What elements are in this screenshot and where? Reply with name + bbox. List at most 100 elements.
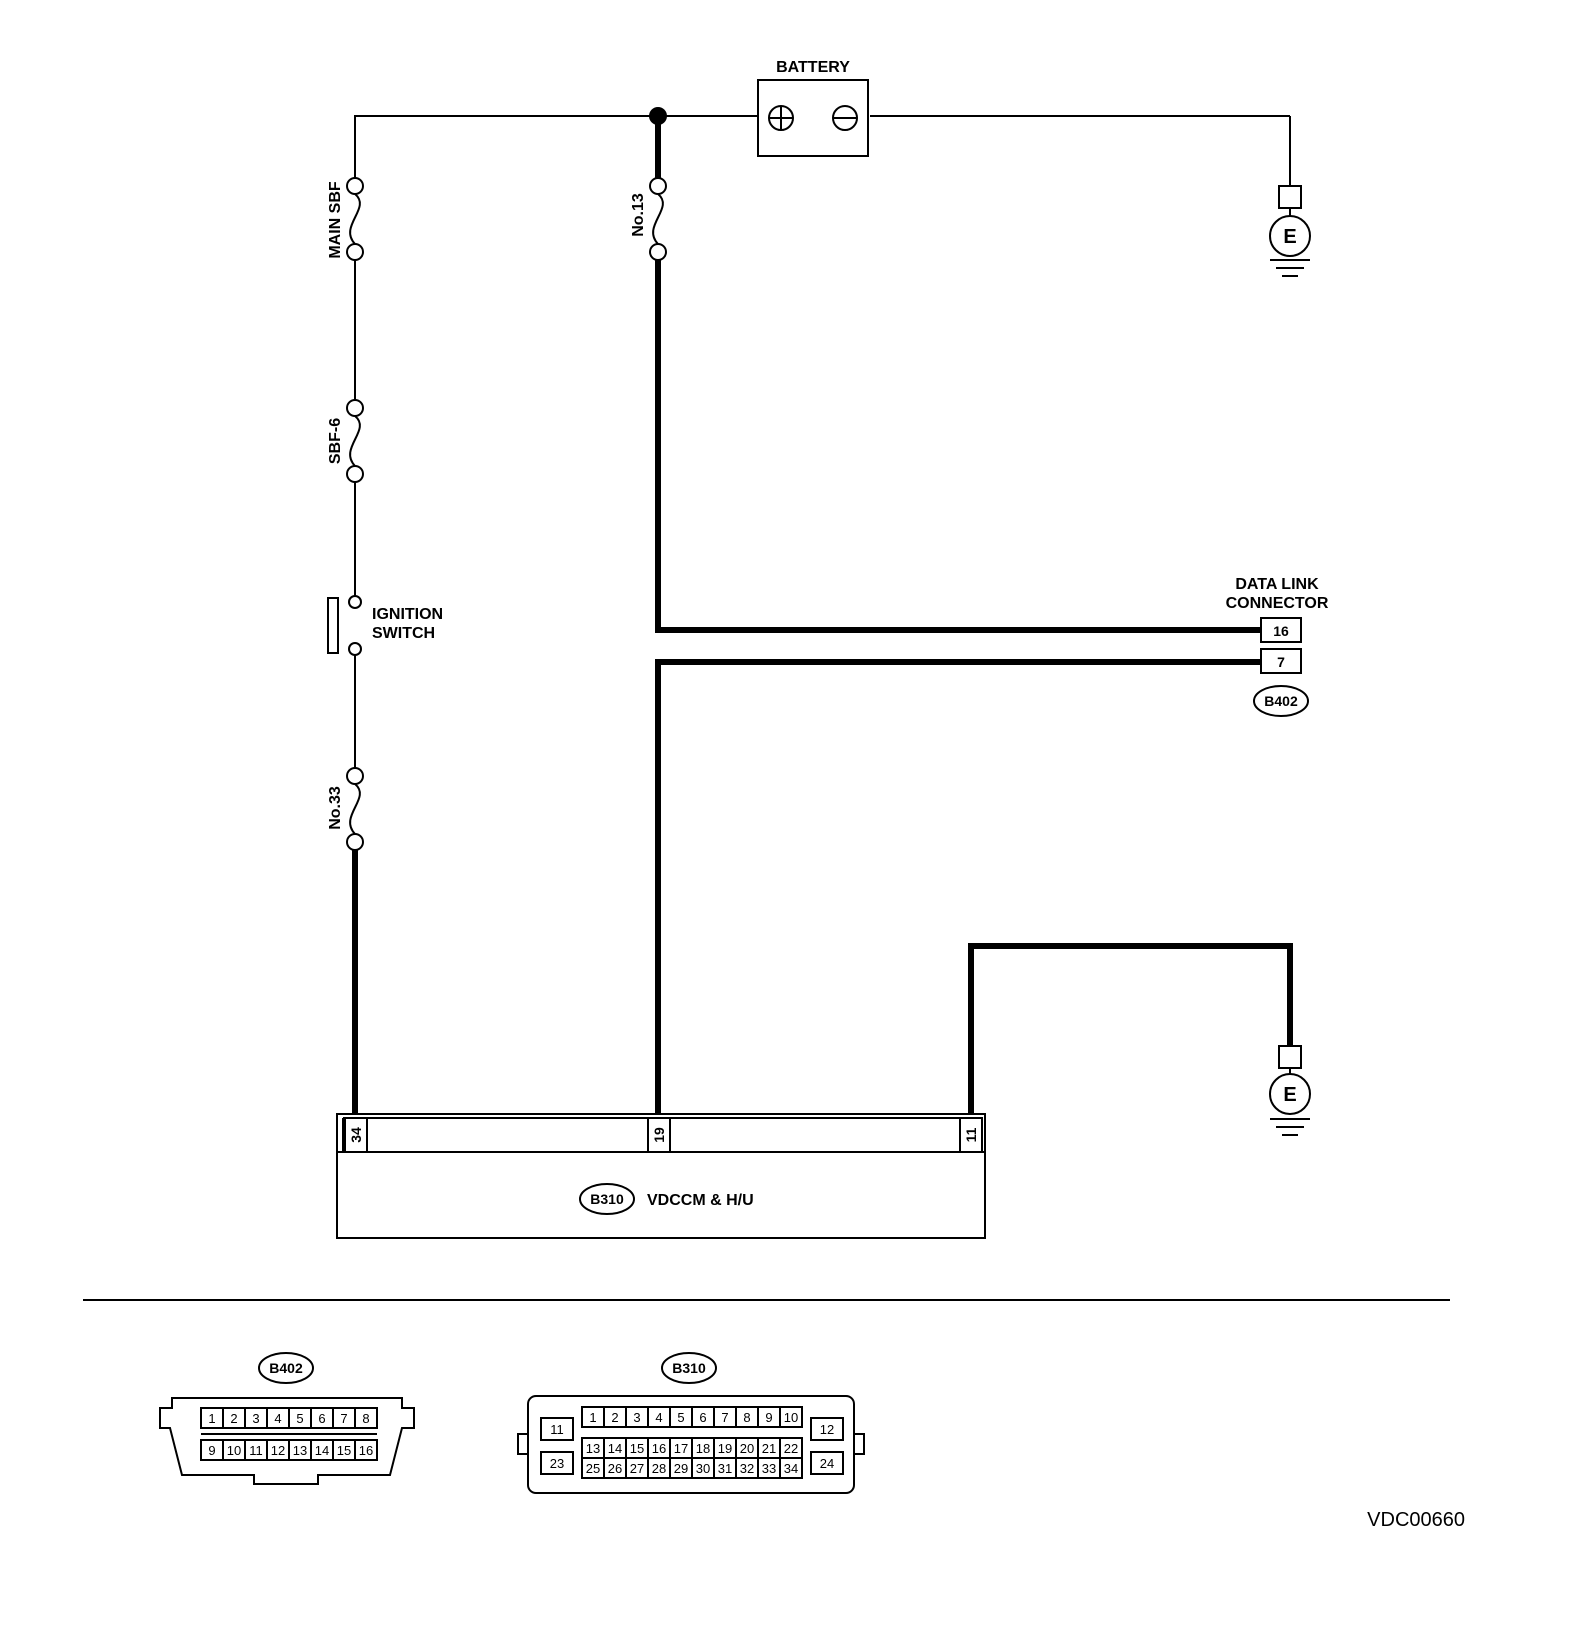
svg-text:27: 27 — [630, 1461, 644, 1476]
svg-text:1: 1 — [208, 1411, 215, 1426]
data-link-connector: DATA LINK CONNECTOR 16 7 B402 — [1226, 576, 1329, 717]
b310-pin-24: 24 — [810, 1451, 844, 1475]
b402-pin-6: 6 — [310, 1407, 334, 1429]
ground-symbol: E — [1283, 226, 1296, 248]
svg-text:6: 6 — [318, 1411, 325, 1426]
b402-view-id: B402 — [269, 1360, 303, 1376]
svg-text:13: 13 — [293, 1443, 307, 1458]
b310-pin-18: 18 — [691, 1437, 715, 1459]
ignition-switch-icon — [327, 595, 362, 656]
svg-text:25: 25 — [586, 1461, 600, 1476]
dlc-pin-16: 16 — [1273, 623, 1289, 639]
b310-pin-25: 25 — [581, 1457, 605, 1479]
b310-pin-13: 13 — [581, 1437, 605, 1459]
svg-text:34: 34 — [784, 1461, 798, 1476]
b310-pin-19: 19 — [713, 1437, 737, 1459]
right-branch: E — [968, 943, 1311, 1136]
svg-text:5: 5 — [677, 1410, 684, 1425]
main-sbf-label: MAIN SBF — [327, 181, 344, 259]
svg-text:26: 26 — [608, 1461, 622, 1476]
svg-text:29: 29 — [674, 1461, 688, 1476]
b310-pin-9: 9 — [757, 1406, 781, 1428]
no13-fuse-icon — [649, 177, 667, 261]
module-pin-34: 34 — [348, 1127, 364, 1143]
svg-text:14: 14 — [608, 1441, 622, 1456]
b402-pin-14: 14 — [310, 1439, 334, 1461]
sbf6-fuse-icon — [346, 399, 364, 483]
b310-view-id-badge — [661, 1352, 717, 1384]
b402-pin-13: 13 — [288, 1439, 312, 1461]
b310-pin-26: 26 — [603, 1457, 627, 1479]
dlc-label-line1: DATA LINK — [1235, 576, 1319, 593]
module-pin-11: 11 — [963, 1127, 979, 1142]
svg-text:31: 31 — [718, 1461, 732, 1476]
svg-text:22: 22 — [784, 1441, 798, 1456]
svg-text:10: 10 — [227, 1443, 241, 1458]
b310-pin-32: 32 — [735, 1457, 759, 1479]
b402-pin-9: 9 — [200, 1439, 224, 1461]
b402-pin-7: 7 — [332, 1407, 356, 1429]
battery-minus-icon — [832, 105, 858, 131]
svg-text:15: 15 — [337, 1443, 351, 1458]
ground-bottom-symbol: E — [1283, 1084, 1296, 1106]
b402-pin-10: 10 — [222, 1439, 246, 1461]
b402-view-id-badge — [258, 1352, 314, 1384]
svg-text:21: 21 — [762, 1441, 776, 1456]
b310-pin-14: 14 — [603, 1437, 627, 1459]
battery-plus-icon — [768, 105, 794, 131]
b310-pin-11: 11 — [540, 1417, 574, 1441]
svg-text:24: 24 — [820, 1456, 834, 1471]
svg-text:11: 11 — [249, 1443, 263, 1458]
b310-pin-34: 34 — [779, 1457, 803, 1479]
svg-text:16: 16 — [652, 1441, 666, 1456]
svg-text:17: 17 — [674, 1441, 688, 1456]
svg-text:11: 11 — [550, 1422, 564, 1437]
main-sbf-fuse-icon — [346, 177, 364, 261]
b310-pin-5: 5 — [669, 1406, 693, 1428]
b402-pin-11: 11 — [244, 1439, 268, 1461]
svg-text:2: 2 — [230, 1411, 237, 1426]
b310-pin-16: 16 — [647, 1437, 671, 1459]
svg-text:28: 28 — [652, 1461, 666, 1476]
b310-pin-7: 7 — [713, 1406, 737, 1428]
dlc-label-line2: CONNECTOR — [1226, 595, 1329, 612]
svg-text:33: 33 — [762, 1461, 776, 1476]
svg-text:30: 30 — [696, 1461, 710, 1476]
middle-branch: No.13 — [630, 116, 1262, 1118]
b310-pin-1: 1 — [581, 1406, 605, 1428]
b310-pin-2: 2 — [603, 1406, 627, 1428]
svg-text:5: 5 — [296, 1411, 303, 1426]
svg-text:4: 4 — [655, 1410, 662, 1425]
figure-code: VDC00660 — [1367, 1509, 1465, 1531]
b310-pin-17: 17 — [669, 1437, 693, 1459]
dlc-pin-7: 7 — [1277, 654, 1285, 670]
ignition-switch-line1: IGNITION — [372, 606, 443, 623]
b402-pin-12: 12 — [266, 1439, 290, 1461]
svg-text:20: 20 — [740, 1441, 754, 1456]
svg-text:32: 32 — [740, 1461, 754, 1476]
svg-text:19: 19 — [718, 1441, 732, 1456]
no33-fuse-icon — [346, 767, 364, 851]
b310-pin-29: 29 — [669, 1457, 693, 1479]
b402-pin-3: 3 — [244, 1407, 268, 1429]
no33-label: No.33 — [327, 786, 344, 830]
svg-text:14: 14 — [315, 1443, 329, 1458]
svg-text:3: 3 — [633, 1410, 640, 1425]
battery-label: BATTERY — [776, 59, 850, 76]
svg-text:3: 3 — [252, 1411, 259, 1426]
svg-text:6: 6 — [699, 1410, 706, 1425]
b310-pin-12: 12 — [810, 1417, 844, 1441]
b310-pin-28: 28 — [647, 1457, 671, 1479]
module-pin-19: 19 — [651, 1127, 667, 1143]
svg-text:7: 7 — [340, 1411, 347, 1426]
svg-text:4: 4 — [274, 1411, 281, 1426]
module-id-badge — [579, 1183, 635, 1215]
b402-pin-4: 4 — [266, 1407, 290, 1429]
b310-pin-3: 3 — [625, 1406, 649, 1428]
svg-text:23: 23 — [550, 1456, 564, 1471]
b310-pin-30: 30 — [691, 1457, 715, 1479]
svg-text:13: 13 — [586, 1441, 600, 1456]
dlc-id-badge — [1253, 685, 1309, 717]
